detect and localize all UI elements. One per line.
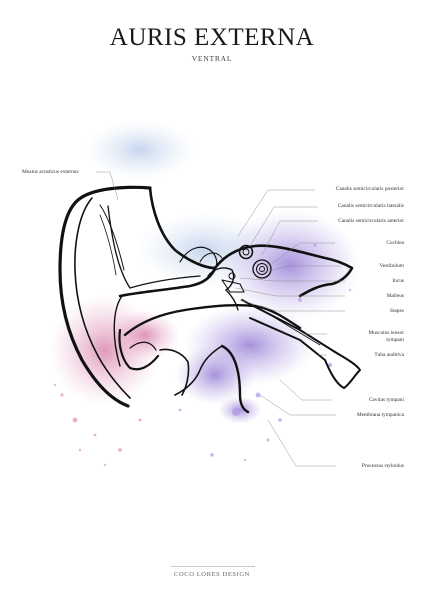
label-meatus-acusticus-externus: Meatus acusticus externus [22,169,79,175]
label-musculus-tensor: Musculus tensor [368,330,405,336]
ossicles [207,267,245,311]
label-malleus: Malleus [386,293,404,299]
label-canalis-posterior: Canalis semicircularis posterior [335,186,404,192]
canal-outline [107,186,354,414]
auricle-outline [58,185,157,408]
label-stapes: Stapes [389,308,404,314]
footer-divider [171,566,255,567]
label-cavitas-tympani: Cavitas tympani [368,397,404,403]
watercolor-washes [50,120,360,424]
eustachian-tube [241,299,361,389]
label-canalis-lateralis: Canalis semicircularis lateralis [337,203,404,209]
label-canalis-anterior: Canalis semicircularis anterior [338,218,404,224]
cochlea [252,259,272,279]
page-title: AURIS EXTERNA [109,24,315,51]
leader-lines [96,171,345,467]
page-subtitle: VENTRAL [191,54,233,63]
pink-splatters [53,383,142,467]
paint-splatters [178,243,352,462]
footer-credit: COCO LORES DESIGN [174,571,250,578]
label-membrana-tympanica: Membrana tympanica [356,412,404,418]
label-incus: Incus [392,278,404,284]
label-vestibulum: Vestibulum [379,263,404,269]
label-cochlea: Cochlea [386,240,404,246]
label-processus-styloidus: Processus styloidus [361,463,404,469]
label-tuba-auditiva: Tuba auditiva [374,352,404,358]
label-musculus-tympani: tympani [386,337,404,343]
